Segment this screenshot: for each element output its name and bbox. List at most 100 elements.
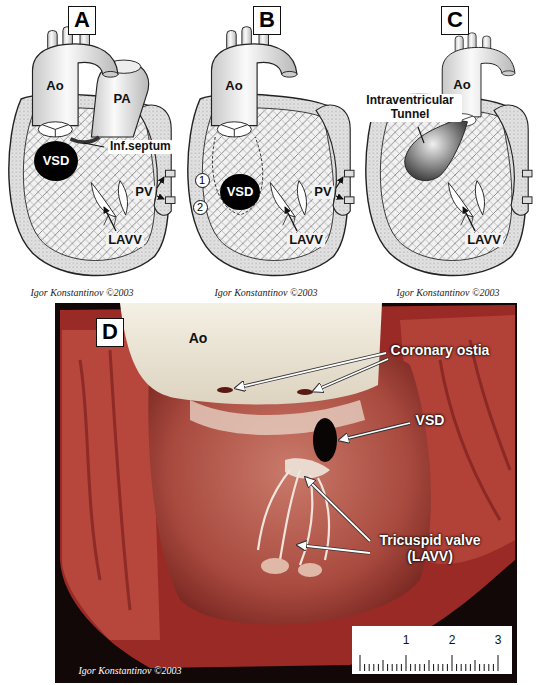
valve-label: LAVV xyxy=(287,233,325,248)
panel-letter: C xyxy=(441,6,469,35)
callout-number: 1 xyxy=(195,173,210,188)
scale-ticks xyxy=(406,655,407,671)
leader-lines xyxy=(157,196,164,199)
leader-lines xyxy=(336,196,343,199)
heart-panel-a xyxy=(33,27,119,137)
specimen-photo xyxy=(55,303,517,683)
photo-arrows xyxy=(314,359,388,391)
photo-arrows xyxy=(314,359,388,391)
watermark: Igor Konstantinov ©2003 xyxy=(28,287,135,299)
callout-number: 2 xyxy=(193,200,208,215)
node-text: D xyxy=(102,320,118,344)
leader-lines xyxy=(463,207,475,231)
vessel-label: PV xyxy=(133,185,154,200)
leader-lines xyxy=(84,143,104,147)
vsd-defect: VSD xyxy=(220,174,260,210)
vessel-label: PA xyxy=(111,92,132,107)
scale-ticks xyxy=(369,664,370,671)
watermark: Igor Konstantinov ©2003 xyxy=(76,665,183,677)
scale-ticks xyxy=(364,664,365,671)
leader-lines xyxy=(336,177,343,188)
node-text: B xyxy=(259,8,275,32)
photo-arrows xyxy=(298,545,370,553)
specimen-photo xyxy=(258,470,329,565)
scale-ticks xyxy=(456,664,457,671)
vessel-label: Ao xyxy=(451,78,472,93)
node-text: VSD xyxy=(227,185,254,199)
photo-arrows xyxy=(236,353,410,553)
scale-ticks xyxy=(360,655,498,671)
heart-panel-c xyxy=(405,120,468,181)
photo-arrows xyxy=(340,423,410,440)
scale-ticks xyxy=(378,664,379,671)
scale-ticks xyxy=(396,664,397,671)
scale-ticks xyxy=(383,660,384,671)
specimen-photo xyxy=(298,563,322,577)
scale-ticks xyxy=(433,664,434,671)
scale-ticks xyxy=(498,655,499,671)
scale-number: 2 xyxy=(447,634,458,648)
scale-ticks xyxy=(392,664,393,671)
panel-letter: B xyxy=(253,6,281,35)
specimen-photo xyxy=(190,400,365,435)
node-text: 2 xyxy=(197,201,203,213)
heart-panel-a xyxy=(9,27,175,276)
vessel-label: PV xyxy=(312,185,333,200)
scale-ticks xyxy=(488,664,489,671)
scale-ticks xyxy=(452,655,453,671)
node-text: VSD xyxy=(43,154,70,168)
specimen-photo xyxy=(261,558,289,574)
photo-arrows xyxy=(306,478,370,541)
node-text: C xyxy=(447,8,463,32)
photo-label: VSD xyxy=(414,412,447,428)
scale-ticks xyxy=(479,664,480,671)
leader-lines xyxy=(104,207,116,231)
photo-label: Tricuspid valve (LAVV) xyxy=(372,532,488,564)
scale-ticks xyxy=(415,664,416,671)
leader-lines xyxy=(84,127,475,231)
specimen-photo xyxy=(313,418,337,462)
scale-ticks xyxy=(401,664,402,671)
panel-letter: D xyxy=(96,318,124,347)
node-text: 1 xyxy=(199,174,205,186)
heart-panel-b xyxy=(188,27,354,276)
scale-ticks xyxy=(470,664,471,671)
scale-ticks xyxy=(360,655,361,671)
scale-ticks xyxy=(387,664,388,671)
scale-ticks xyxy=(484,664,485,671)
watermark: Igor Konstantinov ©2003 xyxy=(394,287,501,299)
specimen-photo xyxy=(55,303,517,683)
heart-panel-b xyxy=(212,27,298,137)
vessel-label: Ao xyxy=(223,79,244,94)
structure-label: Inf.septum xyxy=(108,140,173,154)
leader-lines xyxy=(418,127,424,143)
scale-ticks xyxy=(442,664,443,671)
photo-label: Coronary ostia xyxy=(389,342,492,358)
scale-ticks xyxy=(438,664,439,671)
leader-lines xyxy=(157,177,164,188)
structure-label: Intraventricular Tunnel xyxy=(358,94,462,122)
scale-number: 3 xyxy=(493,634,504,648)
scale-ticks xyxy=(410,664,411,671)
heart-panel-b xyxy=(212,137,262,215)
specimen-photo xyxy=(217,387,233,393)
scale-ticks xyxy=(429,660,430,671)
watermark: Igor Konstantinov ©2003 xyxy=(212,287,319,299)
photo-arrows xyxy=(298,545,370,553)
valve-label: LAVV xyxy=(465,233,503,248)
scale-ticks xyxy=(475,660,476,671)
scale-ticks xyxy=(493,664,494,671)
specimen-photo xyxy=(297,389,313,395)
scale-number: 1 xyxy=(401,634,412,648)
node-text: A xyxy=(74,8,90,32)
vessel-label: Ao xyxy=(44,79,65,94)
scale-ticks xyxy=(465,664,466,671)
scale-ticks xyxy=(373,664,374,671)
valve-label: LAVV xyxy=(106,233,144,248)
scale-ticks xyxy=(461,664,462,671)
panel-letter: A xyxy=(68,6,96,35)
vsd-defect: VSD xyxy=(34,141,78,181)
scale-ticks xyxy=(424,664,425,671)
photo-arrows xyxy=(340,423,410,440)
